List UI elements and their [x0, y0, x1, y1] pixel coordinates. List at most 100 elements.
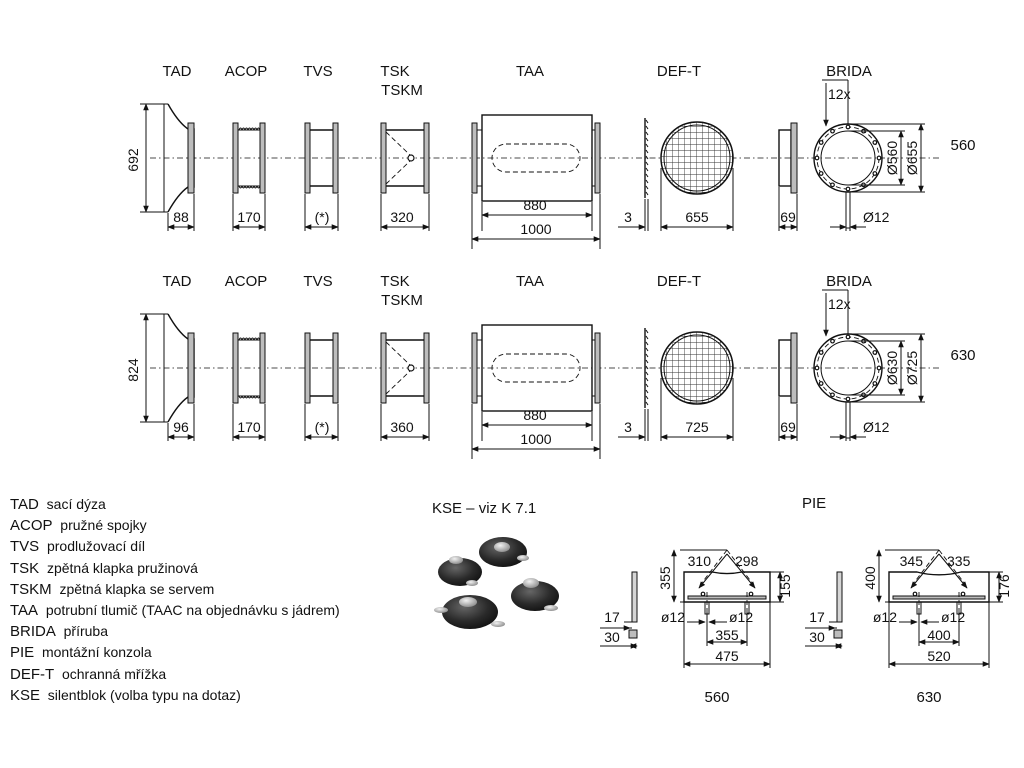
label-tsk: TSK [380, 273, 409, 290]
base-dim: 30 [809, 629, 825, 645]
bolt-hole [872, 381, 878, 386]
legend-item-pie: PIE montážní konzola [10, 644, 152, 662]
def-t-grid [644, 118, 734, 198]
label-tskm: TSKM [381, 82, 423, 99]
bolt-hole [830, 392, 835, 398]
hole-left-dim: ø12 [661, 609, 685, 625]
hole-right-dim: ø12 [729, 609, 753, 625]
bolt-diameter-dim: Ø12 [863, 419, 890, 435]
bolt-diameter-dim: Ø12 [863, 209, 890, 225]
kse-title: KSE – viz K 7.1 [432, 500, 536, 517]
taa-inner-dim: 880 [523, 407, 547, 423]
wall-plate [631, 571, 638, 623]
deft-diameter-dim: 725 [685, 419, 709, 435]
label-tvs: TVS [303, 273, 332, 290]
taa-silencer [471, 114, 601, 202]
height-dim: 355 [657, 566, 673, 590]
size-label: 560 [950, 137, 975, 154]
bolt-hole [818, 171, 824, 176]
label-tad: TAD [163, 63, 192, 80]
label-taa: TAA [516, 63, 544, 80]
bolt-hole [872, 140, 878, 145]
legend-item-brida: BRIDA příruba [10, 623, 108, 641]
def-t-grid [644, 328, 734, 408]
pie-size-label: 560 [704, 689, 729, 706]
bolt-hole [876, 155, 882, 161]
size-label: 630 [950, 347, 975, 364]
total-dim: 520 [927, 648, 951, 664]
label-brida: BRIDA [826, 63, 872, 80]
tsk-damper [380, 122, 430, 194]
saddle [888, 571, 990, 603]
hole-spacing-dim: 400 [927, 627, 951, 643]
holes-label: 12x [828, 296, 851, 312]
tsk-length-dim: 360 [390, 419, 414, 435]
tsk-damper [380, 332, 430, 404]
label-taa: TAA [516, 273, 544, 290]
silent-block-3 [511, 578, 559, 611]
tad-height-dim: 824 [125, 358, 141, 382]
legend-item-def-t: DEF-T ochranná mřížka [10, 665, 167, 683]
bolt-hole [845, 186, 851, 192]
height-dim: 400 [862, 566, 878, 590]
legend-item-tsk: TSK zpětná klapka pružinová [10, 559, 198, 577]
flange-width-dim: 69 [780, 209, 796, 225]
label-tsk: TSK [380, 63, 409, 80]
pie-size-label: 630 [916, 689, 941, 706]
angle-right-dim: 298 [735, 553, 759, 569]
legend-item-kse: KSE silentblok (volba typu na dotaz) [10, 686, 241, 704]
angle-left-dim: 310 [688, 553, 712, 569]
base-dim: 30 [604, 629, 620, 645]
taa-inner-dim: 880 [523, 197, 547, 213]
legend-item-tvs: TVS prodlužovací díl [10, 538, 146, 556]
silent-block-2 [479, 537, 529, 567]
side-height-dim: 155 [777, 574, 793, 598]
inner-diameter-dim: Ø560 [884, 141, 900, 175]
bolt-hole [845, 396, 851, 402]
bolt-hole [814, 365, 820, 371]
bolt-hole [845, 124, 851, 130]
tsk-length-dim: 320 [390, 209, 414, 225]
label-brida: BRIDA [826, 273, 872, 290]
tad-length-dim: 88 [173, 209, 189, 225]
bolt-hole [818, 140, 824, 145]
angle-left-dim: 345 [900, 553, 924, 569]
label-deft: DEF-T [657, 273, 701, 290]
tvs-length-dim: (*) [315, 419, 330, 435]
tad-nozzle [163, 313, 195, 423]
bolt-hole [830, 128, 835, 134]
tvs-extension [304, 332, 339, 404]
label-acop: ACOP [225, 273, 268, 290]
holes-label: 12x [828, 86, 851, 102]
acop-length-dim: 170 [237, 419, 261, 435]
tvs-extension [304, 122, 339, 194]
legend-item-tad: TAD sací dýza [10, 496, 106, 513]
legend-item-taa: TAA potrubní tlumič (TAAC na objednávku … [10, 602, 340, 620]
bolt-hole [818, 381, 824, 386]
wall-plate [836, 571, 843, 623]
bolt-hole [814, 155, 820, 161]
bolt-hole [830, 182, 835, 188]
total-dim: 475 [715, 648, 739, 664]
kse-section: KSE – viz K 7.1 [432, 500, 559, 629]
taa-total-dim: 1000 [520, 431, 551, 447]
angle-right-dim: 335 [947, 553, 971, 569]
label-tvs: TVS [303, 63, 332, 80]
taa-total-dim: 1000 [520, 221, 551, 237]
side-height-dim: 176 [996, 574, 1012, 598]
acop-connector [232, 122, 266, 194]
bolt-hole [845, 334, 851, 340]
silent-block-1 [438, 556, 482, 586]
deft-diameter-dim: 655 [685, 209, 709, 225]
hole-spacing-dim: 355 [715, 627, 739, 643]
label-acop: ACOP [225, 63, 268, 80]
label-deft: DEF-T [657, 63, 701, 80]
flange-width-dim: 69 [780, 419, 796, 435]
bolt-hole [830, 338, 835, 344]
legend-item-tskm: TSKM zpětná klapka se servem [10, 580, 215, 598]
